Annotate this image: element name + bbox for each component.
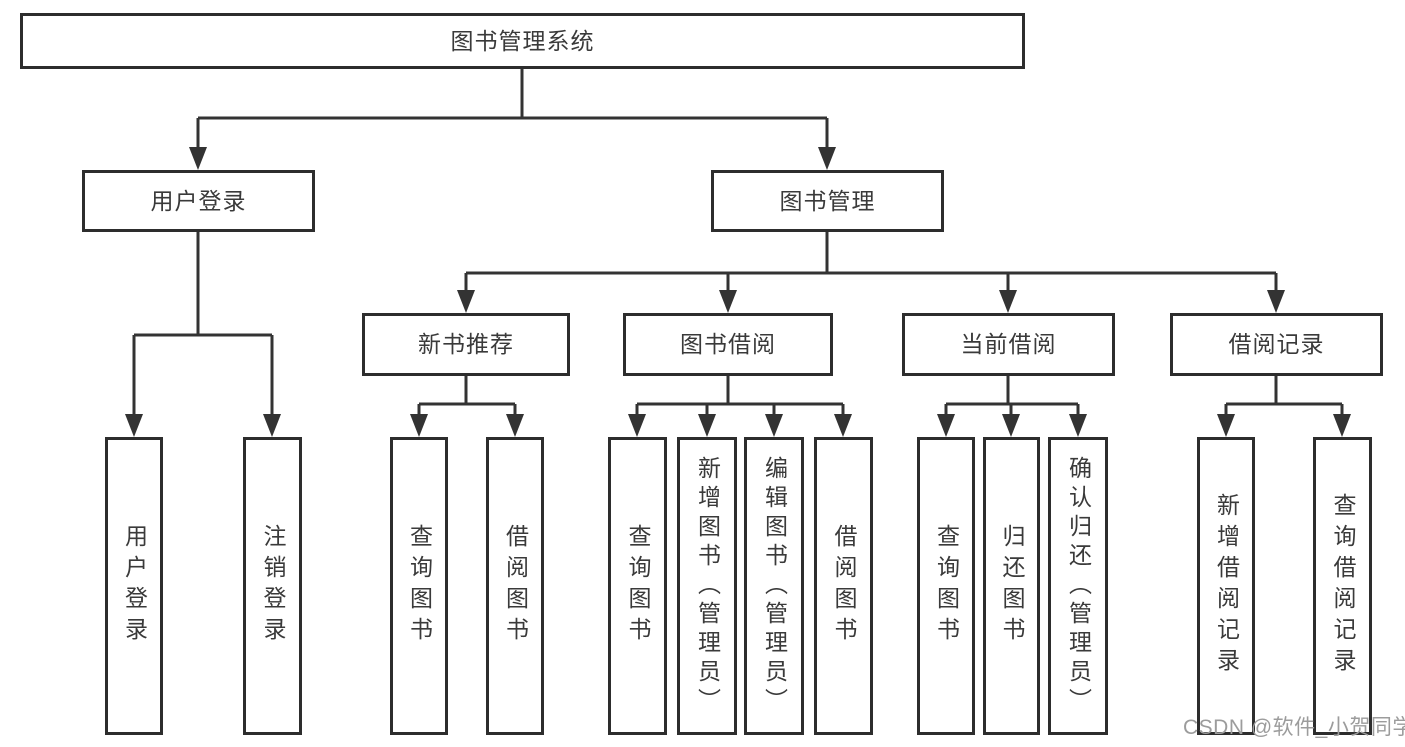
- connector-userlogin-to-leaves: [125, 232, 281, 437]
- node-label: 归还图书: [999, 524, 1025, 648]
- leaf-query-books: 查询图书: [917, 437, 975, 735]
- connector-line: [944, 376, 1080, 419]
- node-new-book-recommendation: 新书推荐: [362, 313, 570, 376]
- arrowhead-icon: [1002, 414, 1020, 437]
- connector-line: [464, 232, 1278, 295]
- leaf-edit-books-admin: 编辑图书（管理员）: [744, 437, 804, 735]
- node-label: 图书借阅: [680, 331, 776, 357]
- node-label: 编辑图书（管理员）: [761, 455, 788, 717]
- arrowhead-icon: [628, 414, 646, 437]
- node-label: 确认归还（管理员）: [1065, 455, 1092, 717]
- node-label: 查询图书: [933, 524, 960, 648]
- node-label: 查询图书: [406, 524, 433, 648]
- node-label: 新书推荐: [418, 331, 514, 357]
- arrowhead-icon: [457, 290, 475, 313]
- connector-line: [132, 232, 274, 419]
- arrowhead-icon: [937, 414, 955, 437]
- arrowhead-icon: [1217, 414, 1235, 437]
- leaf-return-books: 归还图书: [983, 437, 1040, 735]
- node-label: 查询借阅记录: [1330, 493, 1356, 679]
- leaf-add-borrow-record: 新增借阅记录: [1197, 437, 1255, 735]
- leaf-borrow-books: 借阅图书: [814, 437, 873, 735]
- connector-newbooks-to-leaves: [410, 376, 524, 437]
- connector-borrowrecords-to-leaves: [1217, 376, 1351, 437]
- arrowhead-icon: [1069, 414, 1087, 437]
- arrowhead-icon: [125, 414, 143, 437]
- connector-line: [1224, 376, 1344, 419]
- arrowhead-icon: [189, 147, 207, 170]
- leaf-add-books-admin: 新增图书（管理员）: [677, 437, 737, 735]
- leaf-user-login: 用户登录: [105, 437, 163, 735]
- arrowhead-icon: [1333, 414, 1351, 437]
- leaf-borrow-books: 借阅图书: [486, 437, 544, 735]
- node-borrowing-records: 借阅记录: [1170, 313, 1383, 376]
- arrowhead-icon: [719, 290, 737, 313]
- node-user-login: 用户登录: [82, 170, 315, 232]
- connector-line: [417, 376, 517, 419]
- arrowhead-icon: [818, 147, 836, 170]
- node-label: 查询图书: [625, 524, 651, 648]
- node-label: 借阅记录: [1228, 331, 1325, 357]
- node-book-management: 图书管理: [711, 170, 944, 232]
- connector-line: [196, 69, 829, 152]
- connector-currentborrow-to-leaves: [937, 376, 1087, 437]
- connector-bookmgmt-to-level3: [457, 232, 1285, 313]
- node-label: 借阅图书: [831, 524, 857, 648]
- connector-line: [635, 376, 845, 419]
- arrowhead-icon: [410, 414, 428, 437]
- leaf-confirm-return-admin: 确认归还（管理员）: [1048, 437, 1108, 735]
- leaf-query-books: 查询图书: [390, 437, 448, 735]
- node-label: 注销登录: [260, 524, 286, 648]
- arrowhead-icon: [506, 414, 524, 437]
- node-book-borrowing: 图书借阅: [623, 313, 833, 376]
- node-label: 新增借阅记录: [1213, 493, 1240, 679]
- node-root-library-system: 图书管理系统: [20, 13, 1025, 69]
- arrowhead-icon: [698, 414, 716, 437]
- arrowhead-icon: [1267, 290, 1285, 313]
- node-label: 新增图书（管理员）: [694, 455, 721, 717]
- leaf-query-borrow-record: 查询借阅记录: [1313, 437, 1372, 735]
- node-label: 当前借阅: [960, 331, 1057, 357]
- arrowhead-icon: [263, 414, 281, 437]
- node-label: 用户登录: [150, 187, 247, 214]
- watermark: CSDN @软件_小贺同学: [1183, 716, 1405, 739]
- leaf-query-books: 查询图书: [608, 437, 667, 735]
- arrowhead-icon: [834, 414, 852, 437]
- arrowhead-icon: [999, 290, 1017, 313]
- node-label: 图书管理: [779, 187, 876, 214]
- node-label: 图书管理系统: [450, 27, 595, 54]
- arrowhead-icon: [765, 414, 783, 437]
- node-current-borrowing: 当前借阅: [902, 313, 1115, 376]
- connector-bookborrow-to-leaves: [628, 376, 852, 437]
- node-label: 借阅图书: [502, 524, 529, 648]
- node-label: 用户登录: [121, 524, 148, 648]
- connector-root-to-level2: [189, 69, 836, 170]
- leaf-logout: 注销登录: [243, 437, 302, 735]
